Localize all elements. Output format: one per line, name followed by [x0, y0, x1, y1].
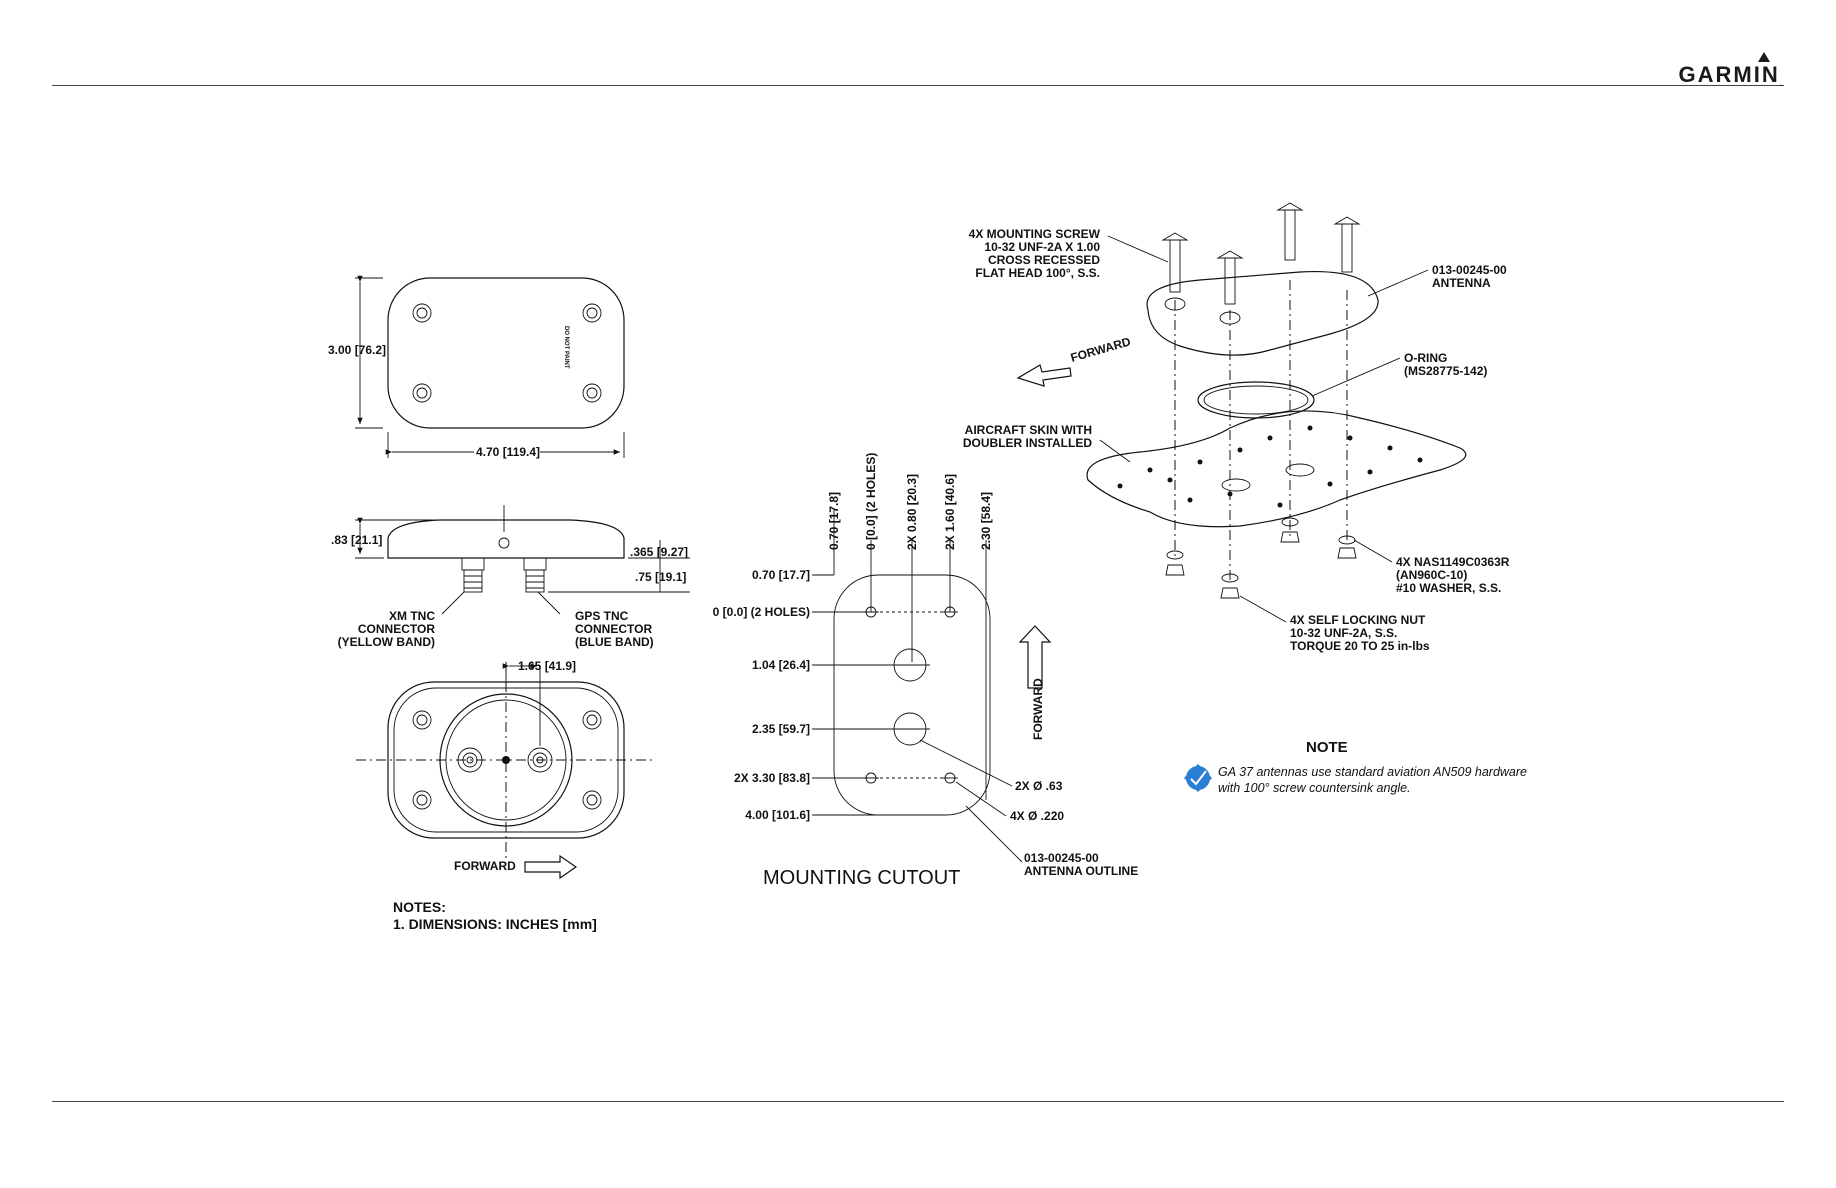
footer-rule: [52, 1101, 1784, 1102]
antenna-callout-line-1: 013-00245-00: [1432, 263, 1507, 277]
mounting-hole-icon: [412, 303, 602, 403]
do-not-paint-label: DO NOT PAINT: [563, 326, 569, 369]
bottom-view: 1.65 [41.9] FORWARD: [356, 659, 656, 880]
washer-callout-line-1: 4X NAS1149C0363R: [1396, 555, 1510, 569]
outline-callout-line-2: ANTENNA OUTLINE: [1024, 864, 1138, 878]
antenna-side-outline: [387, 519, 625, 559]
horizontal-dimension-5: 2X 3.30 [83.8]: [734, 771, 810, 785]
skin-callout-line-1: AIRCRAFT SKIN WITH: [965, 423, 1092, 437]
note-text-line-2: with 100° screw countersink angle.: [1218, 781, 1411, 795]
vertical-dimension-3: 2X 0.80 [20.3]: [905, 474, 919, 550]
antenna-callout-line-2: ANTENNA: [1432, 276, 1491, 290]
nut-callout-line-3: TORQUE 20 TO 25 in-lbs: [1290, 639, 1430, 653]
large-hole-callout: 2X Ø .63: [1015, 779, 1063, 793]
mounting-screw-icon: [1161, 202, 1361, 305]
mounting-cutout: 0.70 [17.8] 0 [0.0] (2 HOLES) 2X 0.80 [2…: [713, 453, 1139, 889]
center-mark-icon: [498, 537, 510, 549]
connector-icon: [457, 747, 553, 773]
gps-connector-line-1: GPS TNC: [575, 609, 629, 623]
nut-callout-line-2: 10-32 UNF-2A, S.S.: [1290, 626, 1397, 640]
vertical-dimension-4: 2X 1.60 [40.6]: [943, 474, 957, 550]
horizontal-dimension-3: 1.04 [26.4]: [752, 658, 810, 672]
skin-callout-line-2: DOUBLER INSTALLED: [963, 436, 1092, 450]
notes-block: NOTES: 1. DIMENSIONS: INCHES [mm]: [393, 899, 597, 932]
horizontal-dimension-4: 2.35 [59.7]: [752, 722, 810, 736]
connector-spacing-dimension: 1.65 [41.9]: [518, 659, 576, 673]
vertical-dimension-5: 2.30 [58.4]: [979, 492, 993, 550]
washer-nut-icon: [1165, 517, 1357, 599]
vertical-dimension-1: 0.70 [17.8]: [827, 492, 841, 550]
horizontal-dimension-1: 0.70 [17.7]: [752, 568, 810, 582]
side-height-dimension: .83 [21.1]: [331, 533, 382, 547]
exploded-view: FORWARD 4X MOUNTING SCREW 10-32 UNF-2A X…: [963, 202, 1510, 653]
horizontal-dimension-6: 4.00 [101.6]: [745, 808, 810, 822]
cutout-forward-arrow-icon: [1018, 625, 1052, 689]
header-rule: [52, 85, 1784, 86]
note-check-icon: [1184, 764, 1212, 792]
gps-connector-line-2: CONNECTOR: [575, 622, 652, 636]
notes-title: NOTES:: [393, 899, 446, 915]
small-hole-callout: 4X Ø .220: [1010, 809, 1064, 823]
side-view: .83 [21.1] .365 [9.27] .75 [19.1] XM TNC…: [331, 505, 690, 649]
outline-callout-line-1: 013-00245-00: [1024, 851, 1099, 865]
screw-callout-line-1: 4X MOUNTING SCREW: [969, 227, 1101, 241]
garmin-triangle-icon: [1758, 52, 1770, 62]
oring-callout-line-1: O-RING: [1404, 351, 1447, 365]
offset-dimension-1: .365 [9.27]: [630, 545, 688, 559]
washer-callout-line-3: #10 WASHER, S.S.: [1396, 581, 1501, 595]
height-dimension: 3.00 [76.2]: [328, 343, 386, 357]
bottom-forward-label: FORWARD: [454, 859, 516, 873]
xm-connector-line-1: XM TNC: [389, 609, 435, 623]
cutout-title: MOUNTING CUTOUT: [763, 867, 960, 889]
vertical-dimension-2: 0 [0.0] (2 HOLES): [864, 453, 878, 550]
note-box: NOTE GA 37 antennas use standard aviatio…: [1184, 739, 1527, 795]
skin-holes: [1117, 425, 1423, 508]
o-ring: [1197, 381, 1315, 419]
exploded-forward-label: FORWARD: [1069, 334, 1133, 365]
gps-connector-line-3: (BLUE BAND): [575, 635, 654, 649]
exploded-forward-arrow-icon: [1016, 364, 1072, 387]
cutout-forward-label: FORWARD: [1031, 678, 1045, 740]
aircraft-skin: [1086, 410, 1467, 528]
garmin-logo: GARMIN.: [1678, 62, 1782, 88]
antenna-top-outline: [387, 277, 625, 429]
top-view: DO NOT PAINT 3.00 [76.2] 4.70 [119.4]: [328, 275, 625, 459]
screw-callout-line-2: 10-32 UNF-2A X 1.00: [984, 240, 1100, 254]
xm-connector-line-3: (YELLOW BAND): [338, 635, 435, 649]
connector-icon: [461, 557, 547, 593]
horizontal-dimension-2: 0 [0.0] (2 HOLES): [713, 605, 810, 619]
note-title: NOTE: [1306, 739, 1348, 756]
width-dimension: 4.70 [119.4]: [476, 445, 540, 459]
note-text-line-1: GA 37 antennas use standard aviation AN5…: [1218, 765, 1527, 779]
forward-arrow-icon: [524, 854, 578, 880]
mounting-hole-icon: [412, 710, 602, 810]
antenna-3d: [1146, 270, 1379, 356]
washer-callout-line-2: (AN960C-10): [1396, 568, 1467, 582]
nut-callout-line-1: 4X SELF LOCKING NUT: [1290, 613, 1426, 627]
cutout-hole-icon: [863, 606, 958, 784]
notes-item-1: 1. DIMENSIONS: INCHES [mm]: [393, 916, 597, 932]
oring-callout-line-2: (MS28775-142): [1404, 364, 1487, 378]
xm-connector-line-2: CONNECTOR: [358, 622, 435, 636]
screw-callout-line-3: CROSS RECESSED: [988, 253, 1100, 267]
screw-callout-line-4: FLAT HEAD 100°, S.S.: [975, 266, 1100, 280]
offset-dimension-2: .75 [19.1]: [635, 570, 686, 584]
